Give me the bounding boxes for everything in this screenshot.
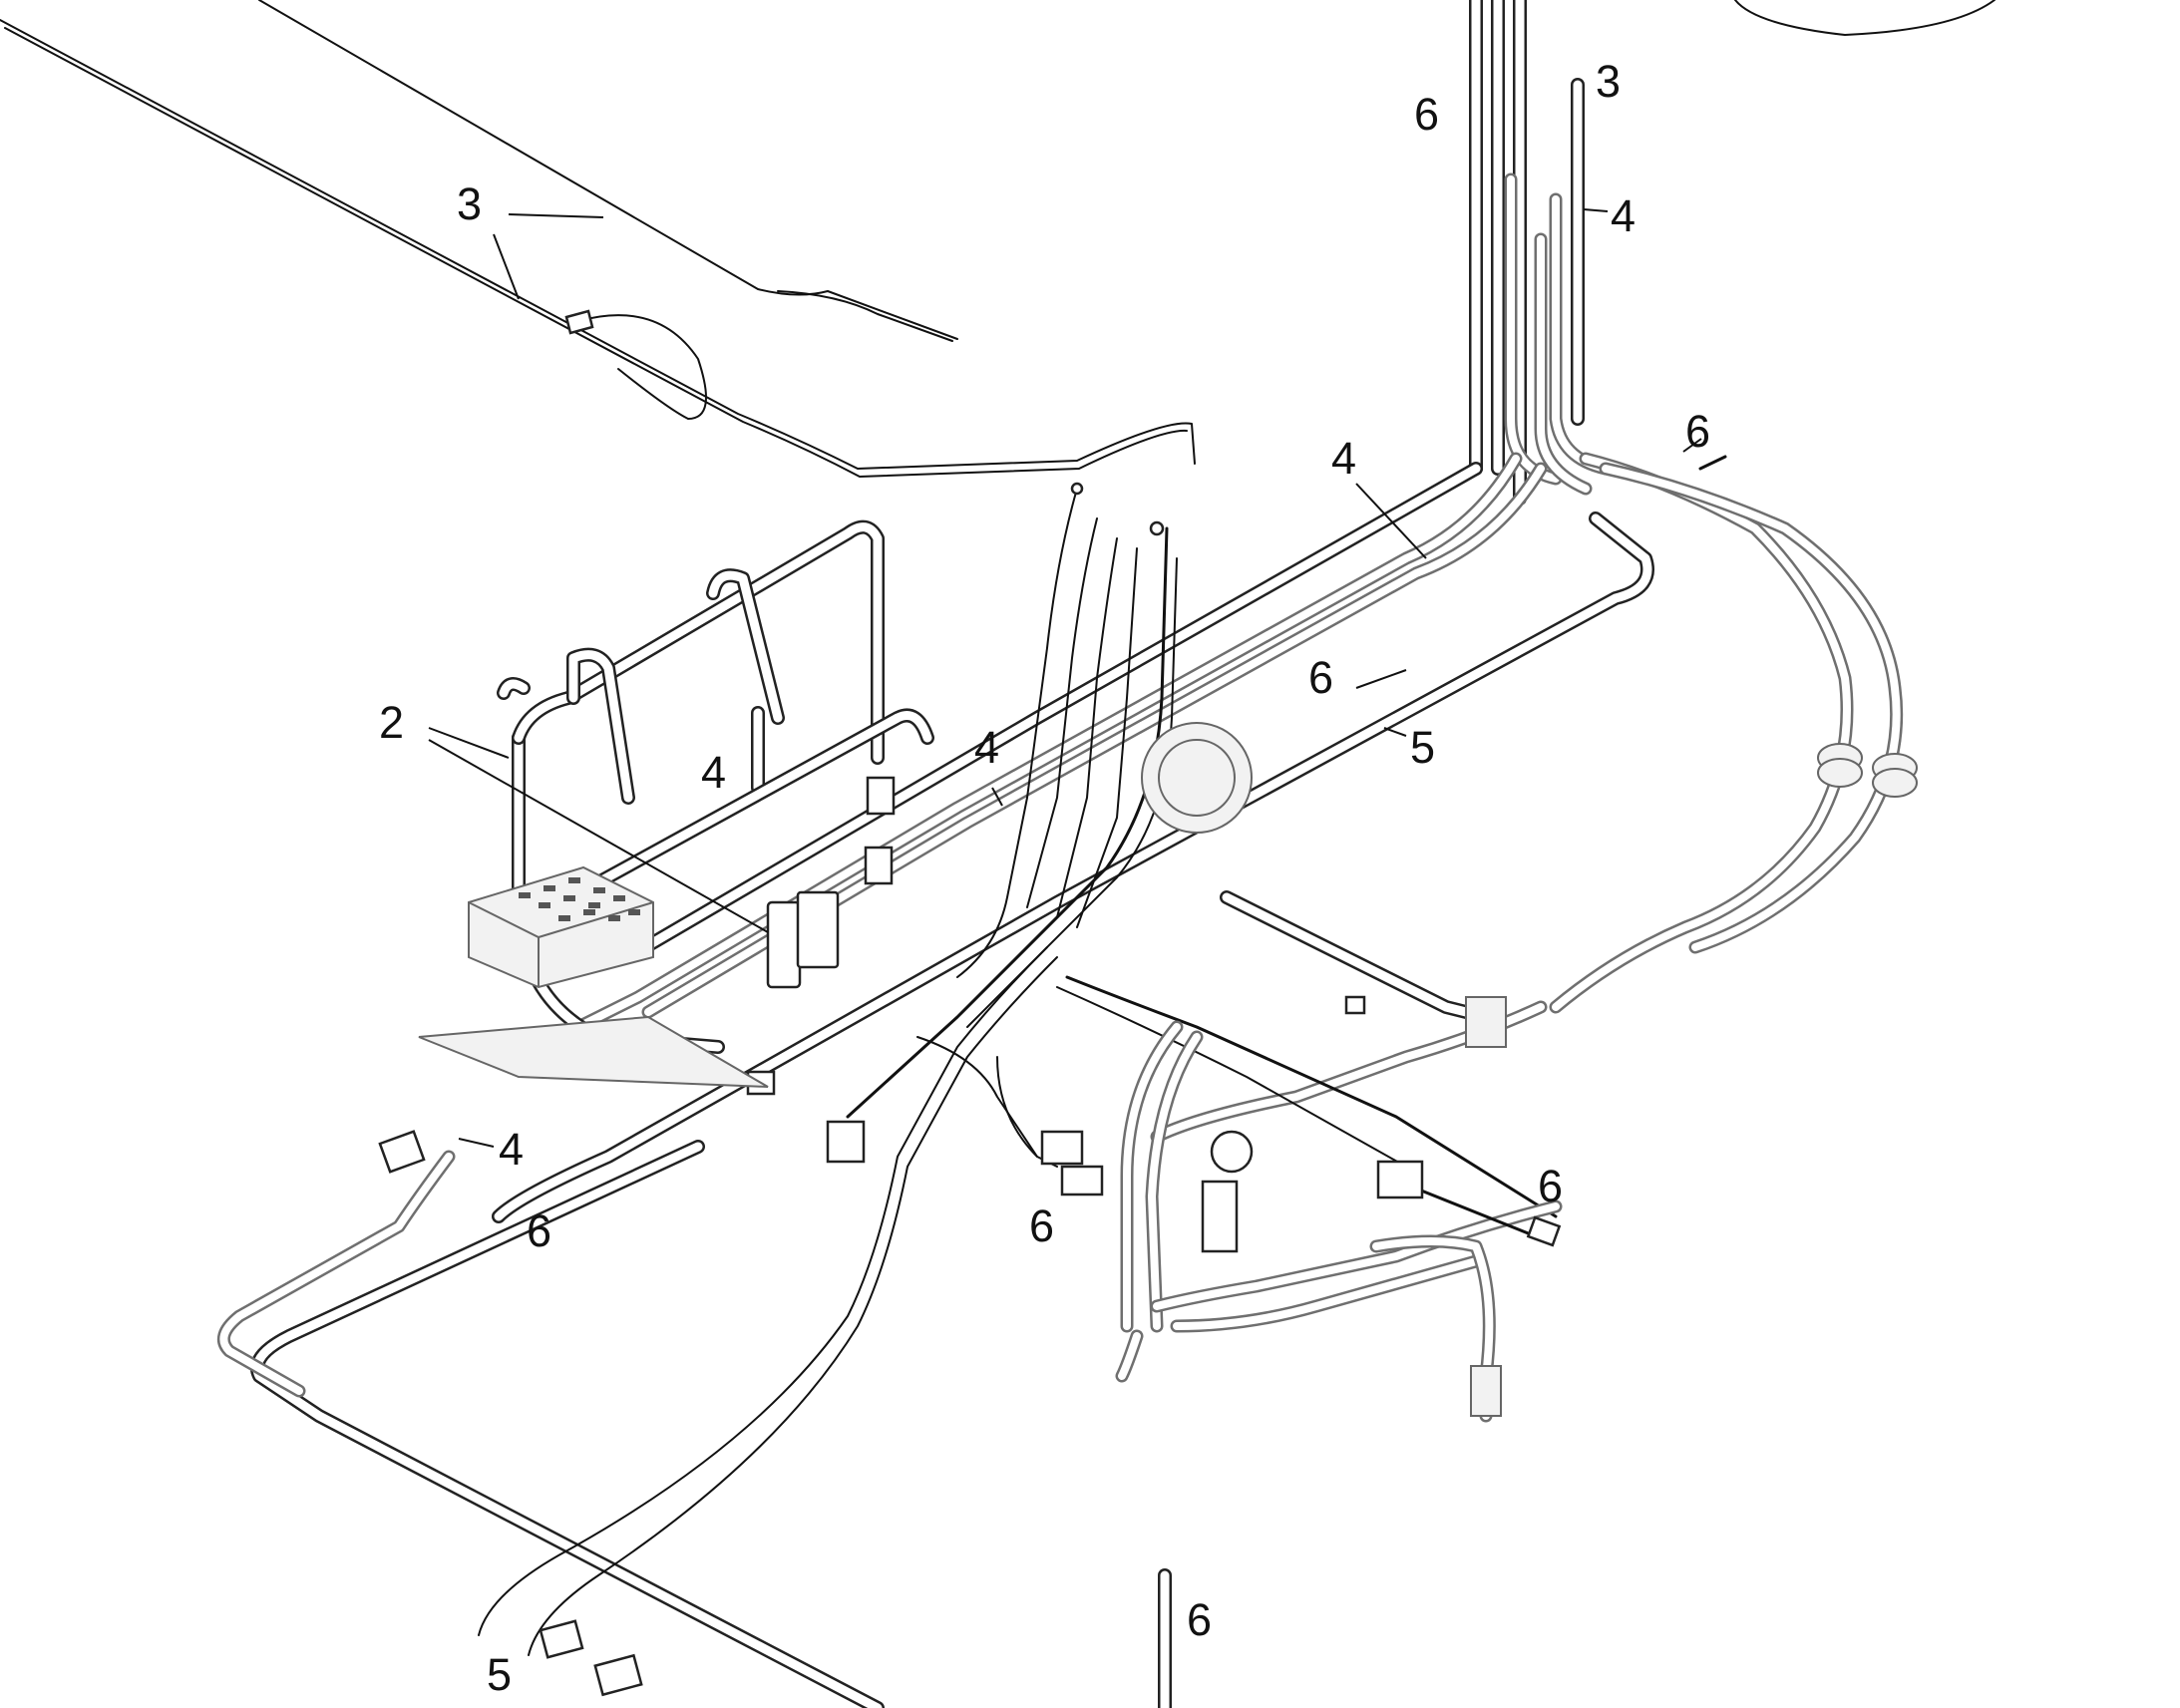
connector-mid — [826, 1120, 866, 1164]
callout-6-lower-left: 6 — [527, 1205, 551, 1256]
label-plate — [418, 1015, 769, 1088]
grommets — [1141, 722, 1918, 834]
upper-thin-wires — [0, 0, 1196, 478]
callout-6-top: 6 — [1414, 89, 1439, 140]
callout-4-center: 4 — [1331, 433, 1356, 484]
callout-4-lower-left: 4 — [499, 1124, 524, 1175]
callouts: 3 6 3 4 6 4 6 5 2 4 4 4 6 6 6 6 5 — [379, 56, 1710, 1700]
connector-bottom-b — [593, 1653, 643, 1697]
connector-bottom-a — [539, 1619, 584, 1659]
callout-6-lower-mid: 6 — [1029, 1200, 1054, 1251]
callout-2: 2 — [379, 697, 404, 748]
lower-right-loops — [1115, 1020, 1563, 1423]
callout-6-right: 6 — [1685, 406, 1710, 457]
callout-6-lower-right: 6 — [1538, 1161, 1563, 1211]
connector-pair-b — [1060, 1165, 1104, 1196]
callout-3-top-right: 3 — [1596, 56, 1621, 107]
central-wire-fan — [478, 488, 1558, 1656]
callout-6-center: 6 — [1308, 652, 1333, 703]
callout-3-upper-left: 3 — [457, 178, 482, 229]
vertical-bundle — [1469, 0, 1996, 506]
callout-4-mid: 4 — [974, 722, 999, 773]
callout-4-top-right: 4 — [1611, 190, 1635, 241]
callout-4-left: 4 — [701, 747, 726, 798]
connector-end — [1526, 1215, 1562, 1247]
callout-6-bottom: 6 — [1187, 1594, 1212, 1645]
connectors — [378, 482, 1562, 1697]
connector-pair-a — [1040, 1130, 1084, 1166]
connector-small — [866, 776, 896, 816]
connector-left — [378, 1130, 426, 1174]
leader-lines — [428, 208, 1702, 1148]
callout-5-center: 5 — [1410, 722, 1435, 773]
connector-lower — [1470, 1365, 1502, 1417]
buzzer — [1210, 1130, 1254, 1174]
main-connector — [766, 900, 802, 989]
fuse-box — [468, 865, 654, 989]
callout-5-bottom: 5 — [487, 1649, 512, 1700]
connector-block — [1201, 1180, 1239, 1253]
connector-cluster — [1465, 996, 1507, 1048]
connector-right — [1376, 1160, 1424, 1199]
